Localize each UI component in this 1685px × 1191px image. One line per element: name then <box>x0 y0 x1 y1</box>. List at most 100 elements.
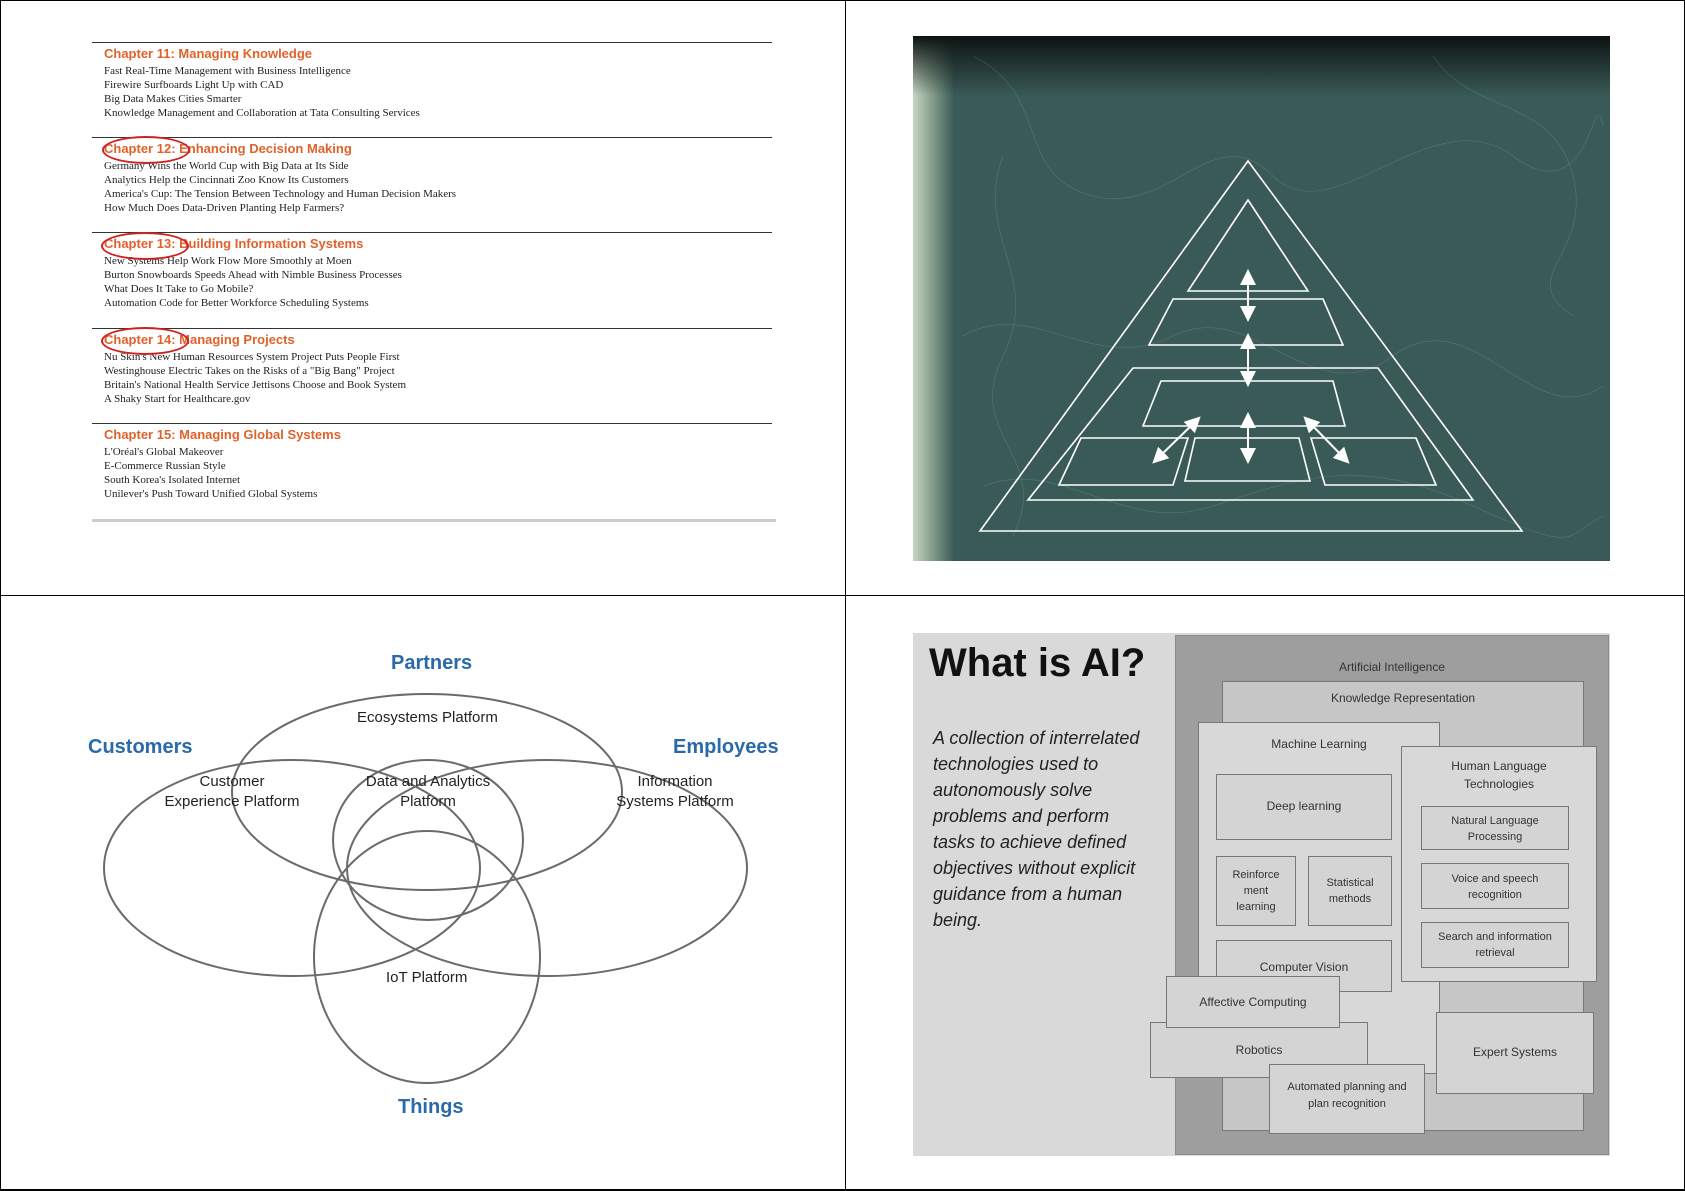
list-item: What Does It Take to Go Mobile? <box>104 283 254 295</box>
platform-information-systems: Information Systems Platform <box>585 772 765 812</box>
box-label: Voice and speech recognition <box>1451 873 1539 901</box>
pyramid-diagram <box>962 55 1604 538</box>
box-automated-planning: Automated planning and plan recognition <box>1269 1064 1425 1134</box>
chapter-rule <box>92 137 772 138</box>
slide-venn-diagram: Partners Customers Employees Things Ecos… <box>0 600 845 1189</box>
box-natural-language-processing: Natural Language Processing <box>1421 806 1569 850</box>
list-item: Germany Wins the World Cup with Big Data… <box>104 160 349 172</box>
list-item: How Much Does Data-Driven Planting Help … <box>104 202 345 214</box>
platform-ecosystems: Ecosystems Platform <box>357 709 498 726</box>
list-item: L'Oréal's Global Makeover <box>104 446 224 458</box>
grid-border-bottom <box>0 1189 1685 1191</box>
venn-label-customers: Customers <box>88 736 193 758</box>
platform-text-line: Systems Platform <box>616 793 734 810</box>
box-label: Artificial Intelligence <box>1338 660 1446 674</box>
pyramid-third-tier <box>1141 380 1347 427</box>
ai-definition: A collection of interrelated technologie… <box>933 728 1140 930</box>
chapter-rule <box>92 42 772 43</box>
chapter-13-circle-mark <box>101 232 189 260</box>
box-label: Statistical methods <box>1326 877 1374 905</box>
chapter-11: Chapter 11: Managing Knowledge Fast Real… <box>92 42 772 132</box>
box-label: Affective Computing <box>1199 995 1307 1009</box>
list-item: Fast Real-Time Management with Business … <box>104 65 351 77</box>
venn-ellipses <box>103 693 748 1084</box>
chapter-case-list: Germany Wins the World Cup with Big Data… <box>104 159 456 215</box>
chapter-13: Chapter 13: Building Information Systems… <box>92 232 772 322</box>
arrow-base-right <box>1303 416 1350 464</box>
box-label: Natural Language Processing <box>1451 815 1539 843</box>
platform-text-line: Experience Platform <box>164 793 300 810</box>
pyramid-second-tier <box>1147 298 1345 346</box>
list-item: Westinghouse Electric Takes on the Risks… <box>104 365 395 377</box>
chapter-rule <box>92 232 772 233</box>
box-reinforcement-learning: Reinforce ment learning <box>1216 856 1296 926</box>
slide-heading: What is AI? <box>929 641 1146 685</box>
box-label: Search and information retrieval <box>1438 931 1552 959</box>
slide-pyramid <box>913 36 1610 561</box>
platform-customer-experience: Customer Experience Platform <box>142 772 322 812</box>
box-affective-computing: Affective Computing <box>1166 976 1340 1028</box>
box-label: Automated planning and plan recognition <box>1287 1081 1407 1110</box>
chapter-rule <box>92 328 772 329</box>
box-label: Reinforce ment learning <box>1232 869 1280 913</box>
slide-what-is-ai: What is AI? A collection of interrelated… <box>913 633 1610 1156</box>
list-item: Unilever's Push Toward Unified Global Sy… <box>104 488 318 500</box>
box-deep-learning: Deep learning <box>1216 774 1392 840</box>
list-item: Burton Snowboards Speeds Ahead with Nimb… <box>104 269 402 281</box>
slide-chapter-list: Chapter 11: Managing Knowledge Fast Real… <box>92 40 782 530</box>
ellipse-customers <box>103 759 481 977</box>
platform-text-line: Information <box>637 773 713 790</box>
platform-text-line: Platform <box>400 793 456 810</box>
platform-data-analytics: Data and Analytics Platform <box>338 772 518 812</box>
chapter-case-list: L'Oréal's Global Makeover E-Commerce Rus… <box>104 445 317 501</box>
venn-label-partners: Partners <box>391 652 473 674</box>
list-item: Big Data Makes Cities Smarter <box>104 93 242 105</box>
chapter-case-list: Nu Skin's New Human Resources System Pro… <box>104 350 406 406</box>
grid-divider-horizontal <box>0 595 1685 596</box>
platform-text-line: Data and Analytics <box>365 773 491 790</box>
chapter-12-circle-mark <box>102 136 190 164</box>
box-label: Computer Vision <box>1259 960 1349 974</box>
list-item: South Korea's Isolated Internet <box>104 474 241 486</box>
contour-lines <box>962 55 1604 538</box>
box-statistical-methods: Statistical methods <box>1308 856 1392 926</box>
list-item: Britain's National Health Service Jettis… <box>104 379 407 391</box>
ai-diagram-panel: Artificial Intelligence Knowledge Repres… <box>1150 635 1609 1155</box>
chapter-title: Chapter 11: Managing Knowledge <box>104 46 313 61</box>
list-item: Nu Skin's New Human Resources System Pro… <box>104 351 400 363</box>
pyramid-arrows <box>1152 269 1350 464</box>
chapter-14: Chapter 14: Managing Projects Nu Skin's … <box>92 328 772 418</box>
box-label: Knowledge Representation <box>1330 691 1476 705</box>
list-item: Knowledge Management and Collaboration a… <box>104 107 420 119</box>
box-label: Machine Learning <box>1271 737 1367 751</box>
list-item: America's Cup: The Tension Between Techn… <box>104 188 457 200</box>
chapter-rule <box>92 423 772 424</box>
chapter-case-list: Fast Real-Time Management with Business … <box>104 64 420 120</box>
chapter-title: Chapter 15: Managing Global Systems <box>104 427 341 442</box>
venn-label-things: Things <box>398 1096 464 1118</box>
pyramid-shapes <box>978 159 1524 532</box>
list-item: A Shaky Start for Healthcare.gov <box>104 393 251 405</box>
chapter-case-list: New Systems Help Work Flow More Smoothly… <box>104 254 402 310</box>
platform-text-line: Customer <box>199 773 265 790</box>
slide-top-shadow <box>913 36 1610 96</box>
pyramid-base-left <box>1057 437 1190 486</box>
chapter-15: Chapter 15: Managing Global Systems L'Or… <box>92 423 772 523</box>
box-label: Expert Systems <box>1472 1045 1558 1059</box>
pyramid-base-middle <box>1183 437 1312 482</box>
list-item: E-Commerce Russian Style <box>104 460 226 472</box>
ellipse-ecosystems <box>231 693 623 891</box>
box-label: Human Language Technologies <box>1451 759 1547 791</box>
list-item: Firewire Surfboards Light Up with CAD <box>104 79 284 91</box>
venn-label-employees: Employees <box>673 736 779 758</box>
grid-border-top <box>0 0 1685 1</box>
slide-edge-texture <box>913 36 953 561</box>
arrow-base-left <box>1152 416 1201 464</box>
list-item: Analytics Help the Cincinnati Zoo Know I… <box>104 174 349 186</box>
slide-bottom-rule <box>92 519 776 522</box>
box-search-information-retrieval: Search and information retrieval <box>1421 922 1569 968</box>
chapter-12: Chapter 12: Enhancing Decision Making Ge… <box>92 137 772 227</box>
pyramid-base-right <box>1309 437 1438 486</box>
list-item: Automation Code for Better Workforce Sch… <box>104 297 369 309</box>
platform-iot: IoT Platform <box>386 969 468 986</box>
